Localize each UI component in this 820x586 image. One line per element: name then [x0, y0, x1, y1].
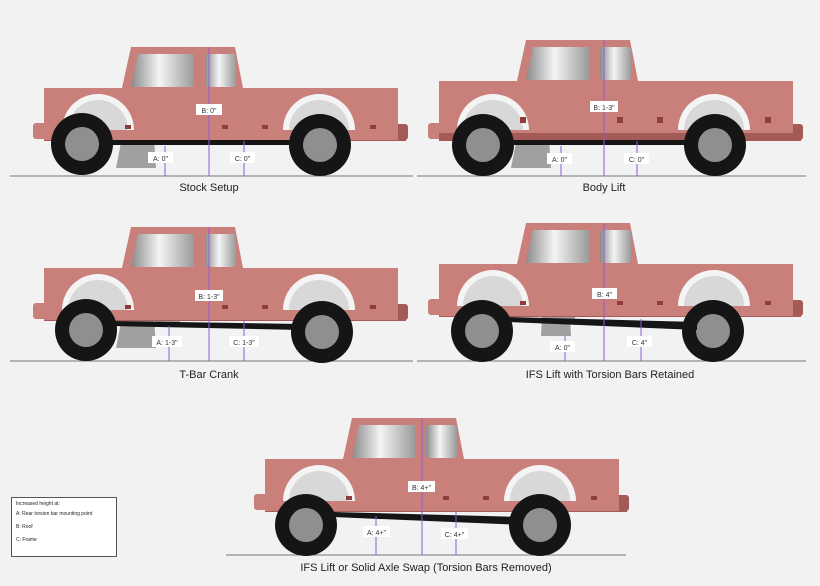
measure-b: B: 0"	[196, 47, 222, 176]
measure-b: B: 4"	[592, 223, 617, 361]
measure-a: A: 4+"	[363, 516, 390, 555]
measure-b-label: B: 1-3"	[198, 294, 220, 301]
measure-c: C: 4+"	[441, 512, 468, 555]
panel-stock-setup: A: 0" B: 0" C: 0" Stock Setup	[10, 47, 413, 194]
wheel	[452, 114, 514, 176]
wheel	[51, 113, 113, 175]
measure-c: C: 0"	[230, 141, 255, 176]
wheel	[289, 114, 351, 176]
measure-a: A: 1-3"	[152, 326, 182, 361]
measure-c-label: C: 4"	[632, 340, 648, 347]
truck	[428, 40, 803, 176]
measure-b: B: 1-3"	[590, 40, 618, 176]
panel-caption: IFS Lift or Solid Axle Swap (Torsion Bar…	[300, 562, 551, 574]
wheel	[291, 301, 353, 363]
legend-item-c: C: Frame	[16, 537, 37, 543]
panel-body-lift: A: 0" B: 1-3" C: 0" Body Lift	[417, 40, 806, 194]
measure-a-label: A: 0"	[552, 157, 567, 164]
truck	[33, 227, 408, 363]
measure-a-label: A: 1-3"	[156, 340, 178, 347]
measure-c-label: C: 4+"	[445, 532, 465, 539]
legend-item-a: A: Rear torsion bar mounting point	[16, 511, 93, 517]
truck	[428, 223, 803, 362]
wheel	[684, 114, 746, 176]
measure-c: C: 1-3"	[229, 321, 259, 361]
panel-t-bar-crank: A: 1-3" B: 1-3" C: 1-3" T-Bar Crank	[10, 227, 413, 381]
panel-ifs-lift-torsion-retained: A: 0" B: 4" C: 4" IFS Lift with Torsion …	[417, 223, 806, 381]
wheel	[55, 299, 117, 361]
measure-a: A: 0"	[550, 336, 575, 361]
measure-a-label: A: 0"	[153, 156, 168, 163]
measure-a-label: A: 4+"	[367, 530, 387, 537]
panel-caption: Stock Setup	[179, 182, 238, 194]
measure-a: A: 0"	[148, 146, 173, 176]
measure-c-label: C: 0"	[235, 156, 251, 163]
panel-solid-axle-swap: A: 4+" B: 4+" C: 4+" IFS Lift or Solid A…	[226, 418, 629, 574]
measure-b-label: B: 0"	[202, 108, 217, 115]
measure-b: B: 1-3"	[195, 227, 223, 361]
wheel	[451, 300, 513, 362]
panel-caption: IFS Lift with Torsion Bars Retained	[526, 369, 695, 381]
wheel	[682, 300, 744, 362]
measure-c-label: C: 1-3"	[233, 340, 255, 347]
measure-a: A: 0"	[547, 146, 572, 176]
measure-c-label: C: 0"	[629, 157, 645, 164]
measure-c: C: 4"	[627, 319, 652, 361]
measure-c: C: 0"	[624, 141, 649, 176]
truck	[33, 47, 408, 176]
legend-box: Increased height at: A: Rear torsion bar…	[11, 497, 117, 557]
measure-a-label: A: 0"	[555, 345, 570, 352]
measure-b-label: B: 4+"	[412, 485, 432, 492]
measure-b: B: 4+"	[408, 418, 435, 555]
measure-b-label: B: 4"	[597, 292, 612, 299]
legend-item-b: B: Roof	[16, 524, 33, 530]
legend-title: Increased height at:	[16, 501, 60, 507]
measure-b-label: B: 1-3"	[593, 105, 615, 112]
panel-caption: Body Lift	[583, 182, 626, 194]
wheel	[275, 494, 337, 556]
panel-caption: T-Bar Crank	[179, 369, 239, 381]
wheel	[509, 494, 571, 556]
